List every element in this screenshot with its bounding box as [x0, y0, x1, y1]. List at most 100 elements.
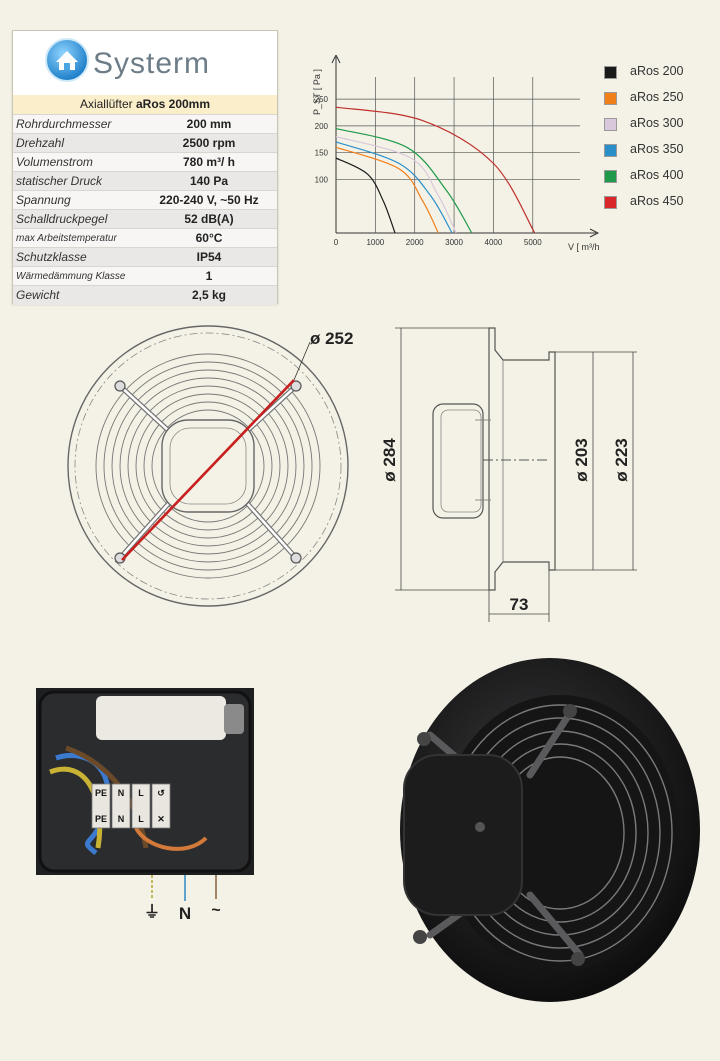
chart-y-label: P_ST [ Pa ] — [312, 69, 322, 115]
legend-swatch — [604, 92, 617, 105]
legend-swatch — [604, 66, 617, 79]
terminal-label: ✕ — [157, 814, 165, 824]
spec-label: Gewicht — [16, 288, 60, 302]
front-dim-label: ø 252 — [310, 329, 353, 348]
x-tick-label: 4000 — [485, 238, 503, 247]
side-view-drawing: ø 284 ø 203 ø 223 73 — [380, 327, 637, 622]
spec-label: max Arbeitstemperatur — [16, 233, 117, 244]
x-tick-label: 1000 — [366, 238, 384, 247]
legend-item: aRos 250 — [604, 90, 714, 108]
spec-row: Spannung 220-240 V, ~50 Hz — [13, 190, 277, 210]
spec-value: 780 m³/ h — [182, 155, 236, 169]
performance-chart: 100 150 200 250 0 1000 2000 3000 4000 5000 P_ST [… — [312, 55, 600, 252]
legend-label: aRos 400 — [630, 168, 684, 182]
y-tick-label: 150 — [315, 149, 329, 158]
terminal-label: L — [138, 814, 144, 824]
motor-box — [432, 403, 484, 519]
spec-value: 60°C — [195, 231, 223, 245]
series-line — [335, 128, 473, 234]
fan-guard — [95, 353, 321, 579]
series-line — [335, 157, 396, 234]
spec-row: Wärmedämmung Klasse 1 — [13, 266, 277, 286]
legend-swatch — [604, 170, 617, 183]
legend-item: aRos 200 — [604, 64, 714, 82]
house-logo-icon — [45, 38, 89, 82]
diameter-252-text: ø 252 — [310, 329, 353, 348]
y-tick-label: 100 — [315, 175, 329, 184]
brand-logo: Systerm — [13, 31, 277, 95]
depth-73-text: 73 — [510, 595, 529, 614]
spec-label: Wärmedämmung Klasse — [16, 271, 126, 282]
spec-label: Spannung — [16, 193, 71, 207]
chart-ticks: 100 150 200 250 0 1000 2000 3000 4000 5000 — [315, 95, 543, 247]
title-prefix: Axiallüfter — [79, 97, 136, 111]
y-axis-arrow-icon — [331, 55, 341, 64]
diameter-223-text: ø 223 — [612, 438, 631, 481]
legend-item: aRos 400 — [604, 168, 714, 186]
terminal-label: L — [138, 788, 144, 798]
legend-label: aRos 250 — [630, 90, 684, 104]
y-tick-label: 200 — [315, 122, 329, 131]
ground-icon: ⏚ — [144, 903, 160, 921]
spec-value: 2500 rpm — [182, 136, 236, 150]
diameter-line — [121, 379, 295, 561]
spec-value: IP54 — [196, 250, 222, 264]
spec-value: 52 dB(A) — [184, 212, 234, 226]
spec-table-title: Axiallüfter aRos 200mm — [13, 95, 277, 114]
terminal-label: N — [118, 814, 125, 824]
spec-row: Gewicht 2,5 kg — [13, 285, 277, 305]
capacitor — [96, 696, 226, 740]
diameter-284-text: ø 284 — [380, 438, 399, 482]
terminal-label: N — [118, 788, 125, 798]
legend-label: aRos 450 — [630, 194, 684, 208]
spec-label: statischer Druck — [16, 174, 103, 188]
motor-housing — [161, 419, 255, 513]
x-tick-label: 3000 — [445, 238, 463, 247]
diameter-203-text: ø 203 — [572, 438, 591, 481]
legend-swatch — [604, 196, 617, 209]
x-tick-label: 2000 — [406, 238, 424, 247]
terminal-label: PE — [95, 788, 107, 798]
terminal-label: ↺ — [157, 788, 165, 798]
spec-value: 1 — [205, 269, 213, 283]
spec-value: 220-240 V, ~50 Hz — [159, 193, 259, 207]
brand-name: Systerm — [93, 47, 211, 80]
series-line — [335, 136, 457, 234]
flange-bolts — [413, 704, 585, 966]
y-tick-label: 250 — [315, 95, 329, 104]
terminal-label: PE — [95, 814, 107, 824]
duct-flange — [488, 327, 556, 591]
spec-label: Schutzklasse — [16, 250, 87, 264]
spec-row: max Arbeitstemperatur 60°C — [13, 228, 277, 248]
wiring-illustration: PE N L ↺ PE N L ✕ — [38, 690, 252, 873]
legend-label: aRos 200 — [630, 64, 684, 78]
chart-grid — [331, 55, 600, 238]
chart-x-label: V [ m³/h ] — [568, 242, 600, 252]
front-view-drawing — [67, 325, 349, 607]
x-tick-label: 0 — [334, 238, 339, 247]
legend-label: aRos 300 — [630, 116, 684, 130]
spec-label: Schalldruckpegel — [16, 212, 108, 226]
spec-label: Drehzahl — [16, 136, 65, 150]
series-line — [335, 106, 536, 234]
series-line — [335, 146, 439, 234]
chart-curves — [335, 106, 536, 234]
product-photo — [400, 658, 700, 1002]
wiring-photo: PE N L ↺ PE N L ✕ — [36, 688, 254, 875]
neutral-symbol: N — [179, 904, 191, 923]
spec-row: Drehzahl 2500 rpm — [13, 133, 277, 153]
spec-label: Rohrdurchmesser — [16, 117, 112, 131]
title-model: aRos 200mm — [135, 97, 211, 111]
spec-row: Schalldruckpegel 52 dB(A) — [13, 209, 277, 229]
motor-terminal-box — [403, 754, 523, 916]
spec-value: 2,5 kg — [191, 288, 227, 302]
x-axis-arrow-icon — [589, 228, 600, 238]
spec-row: Schutzklasse IP54 — [13, 247, 277, 267]
legend-item: aRos 350 — [604, 142, 714, 160]
outer-flange — [67, 325, 349, 607]
x-tick-label: 5000 — [524, 238, 542, 247]
legend-swatch — [604, 144, 617, 157]
